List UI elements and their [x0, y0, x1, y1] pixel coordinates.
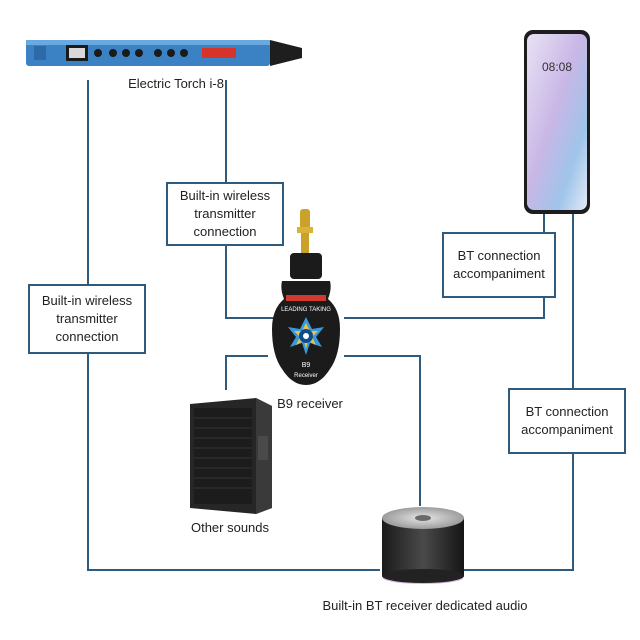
wire-receiver-to-bt-audio [344, 355, 421, 506]
speaker-label: Other sounds [190, 520, 270, 535]
bt-connection-box-top: BT connection accompaniment [442, 232, 556, 298]
receiver-label: B9 receiver [277, 396, 343, 411]
phone-clock: 08:08 [542, 60, 572, 74]
wire-torch-to-receiver [225, 80, 296, 319]
electronic-wind-instrument-icon [26, 40, 302, 66]
wireless-connection-box-left: Built-in wireless transmitter connection [28, 284, 146, 354]
smartphone-icon: 08:08 [524, 30, 590, 214]
wireless-connection-box-top: Built-in wireless transmitter connection [166, 182, 284, 246]
wire-receiver-to-speaker [225, 355, 268, 390]
receiver-model-text: B9 [302, 362, 311, 369]
receiver-brand-text: LEADING TAKING [281, 307, 331, 313]
bt-audio-label: Built-in BT receiver dedicated audio [322, 598, 528, 613]
bluetooth-speaker-icon [382, 507, 464, 584]
instrument-label: Electric Torch i-8 [128, 76, 224, 91]
wire-phone-to-bt-audio [460, 214, 574, 571]
pa-speaker-icon [190, 398, 272, 514]
bt-connection-box-right: BT connection accompaniment [508, 388, 626, 454]
guitar-shaped-receiver-icon: LEADING TAKING B9 Receiver [272, 209, 340, 385]
wire-torch-to-bt-audio [87, 80, 380, 571]
receiver-sublabel-text: Receiver [294, 373, 318, 379]
